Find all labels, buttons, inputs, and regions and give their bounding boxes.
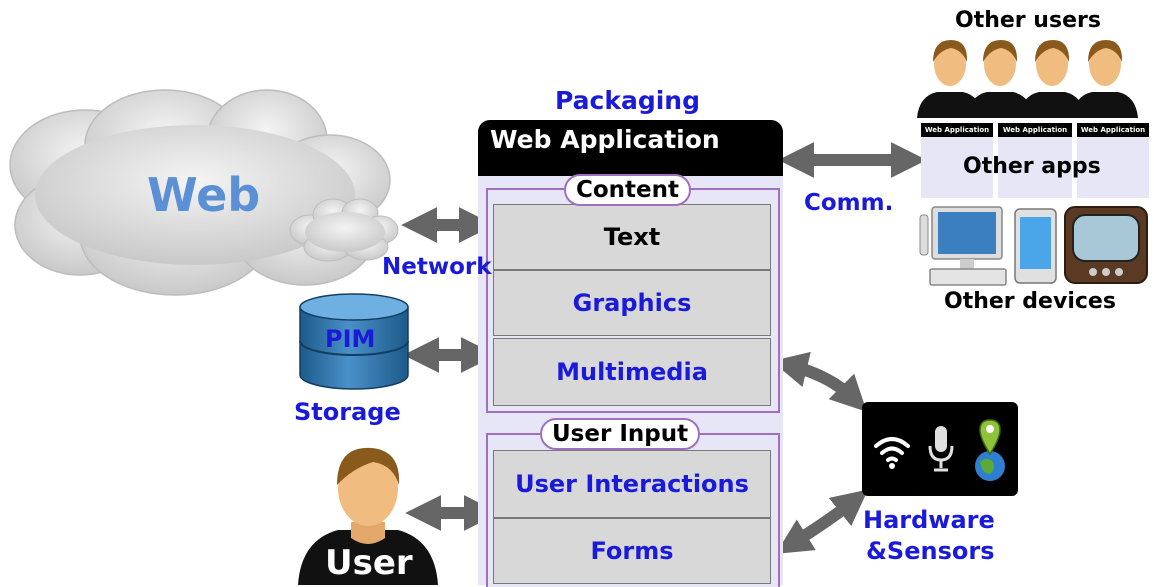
web-application-title: Web Application [490,125,720,154]
other-app-1: Web Application [921,123,993,198]
other-apps-label: Other apps [963,154,1101,179]
user-interactions-cell: User Interactions [493,450,771,518]
graphics-label: Graphics [572,289,692,317]
forms-label: Forms [590,537,674,565]
other-app-3-title: Web Application [1077,123,1149,137]
web-label: Web [147,168,261,222]
other-app-2: Web Application [998,123,1072,198]
packaging-label: Packaging [555,86,700,115]
content-pill: Content [564,174,692,206]
small-cloud-icon [289,198,399,262]
hardware-label-line1: Hardware [863,506,995,534]
other-app-3: Web Application [1077,123,1149,198]
other-app-1-title: Web Application [921,123,993,137]
person-icon [967,40,1033,118]
wifi-icon [874,437,910,469]
text-label: Text [603,223,661,251]
storage-label: Storage [294,398,401,426]
pim-label: PIM [325,325,376,353]
user-interactions-label: User Interactions [515,470,749,498]
forms-cell: Forms [493,518,771,584]
database-icon [299,293,409,390]
multimedia-cell: Multimedia [493,338,771,406]
user-label: User [325,543,413,583]
user-avatar-icon [298,447,438,585]
other-app-2-title: Web Application [998,123,1072,137]
multimedia-hardware-arrow [771,351,867,412]
person-icon [917,40,983,118]
desktop-computer-icon [919,206,1007,286]
cloud-icon [9,89,391,296]
phone-icon [1014,208,1057,284]
other-devices-label: Other devices [944,289,1116,314]
other-users-label: Other users [955,8,1101,33]
comm-label: Comm. [804,190,894,216]
network-label: Network [382,254,492,280]
gps-globe-icon [975,419,1005,481]
forms-hardware-arrow [775,489,869,554]
microphone-icon [928,426,954,472]
tv-icon [1064,206,1148,284]
multimedia-label: Multimedia [556,358,708,386]
user-input-pill: User Input [540,418,701,450]
hardware-label-line2: &Sensors [866,537,995,565]
web-application-header: Web Application [478,120,783,176]
person-icon [1072,40,1138,118]
other-users-group [917,40,1138,118]
graphics-cell: Graphics [493,270,771,336]
person-icon [1019,40,1085,118]
text-cell: Text [493,204,771,270]
